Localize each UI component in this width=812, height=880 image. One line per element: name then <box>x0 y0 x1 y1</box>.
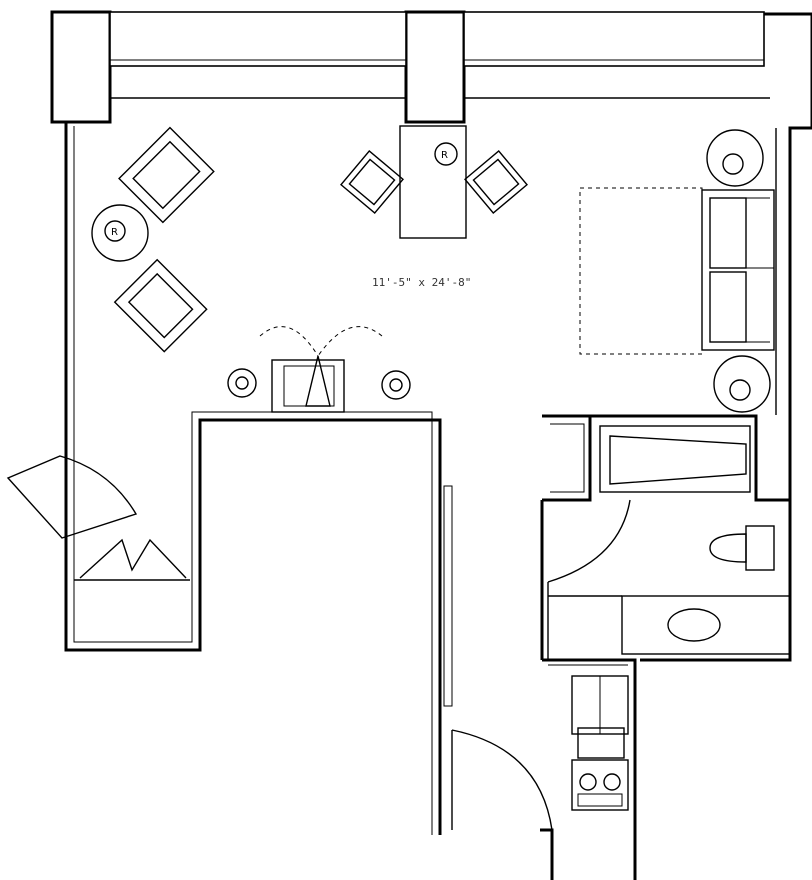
lamp-tag: R <box>441 150 448 161</box>
microwave <box>577 727 625 759</box>
dining-chair-right <box>464 150 528 214</box>
nightstand-bottom <box>713 355 771 413</box>
media-cabinet <box>259 326 383 413</box>
toilet <box>709 525 775 571</box>
kitchen-wall <box>542 658 637 880</box>
armchair-bottom-left <box>113 258 208 353</box>
dining-set: R <box>340 125 528 239</box>
table-lamp <box>434 142 458 166</box>
closet <box>74 538 190 581</box>
center-column <box>404 10 466 124</box>
side-table-left: R <box>91 204 149 262</box>
bathroom <box>540 414 791 660</box>
entry-door <box>451 729 554 880</box>
left-column <box>50 10 112 124</box>
right-column <box>764 12 812 415</box>
lamp-tag: R <box>111 227 118 238</box>
exterior-walls <box>50 10 812 880</box>
pillow-bottom <box>709 271 747 343</box>
left-outer-wall <box>64 122 442 835</box>
bed <box>579 128 777 415</box>
window-left <box>109 11 407 99</box>
pillow-top <box>709 197 747 269</box>
kitchenette <box>571 675 629 811</box>
bathtub <box>599 425 751 493</box>
closet-door <box>6 455 138 539</box>
sink <box>667 608 721 642</box>
nightstand-top <box>706 129 764 187</box>
armchair-top-left <box>118 126 215 224</box>
bath-outer-wall <box>640 415 792 662</box>
dining-table <box>399 125 467 239</box>
cooktop <box>571 759 629 811</box>
floor-lamp-left <box>227 368 257 398</box>
closet-jamb <box>443 485 453 707</box>
room-dimension: 11'-5" x 24'-8" <box>372 276 471 289</box>
floor-lamp-right <box>381 370 411 400</box>
vanity <box>621 595 791 655</box>
window-right <box>463 11 770 99</box>
dining-chair-left <box>340 150 404 214</box>
